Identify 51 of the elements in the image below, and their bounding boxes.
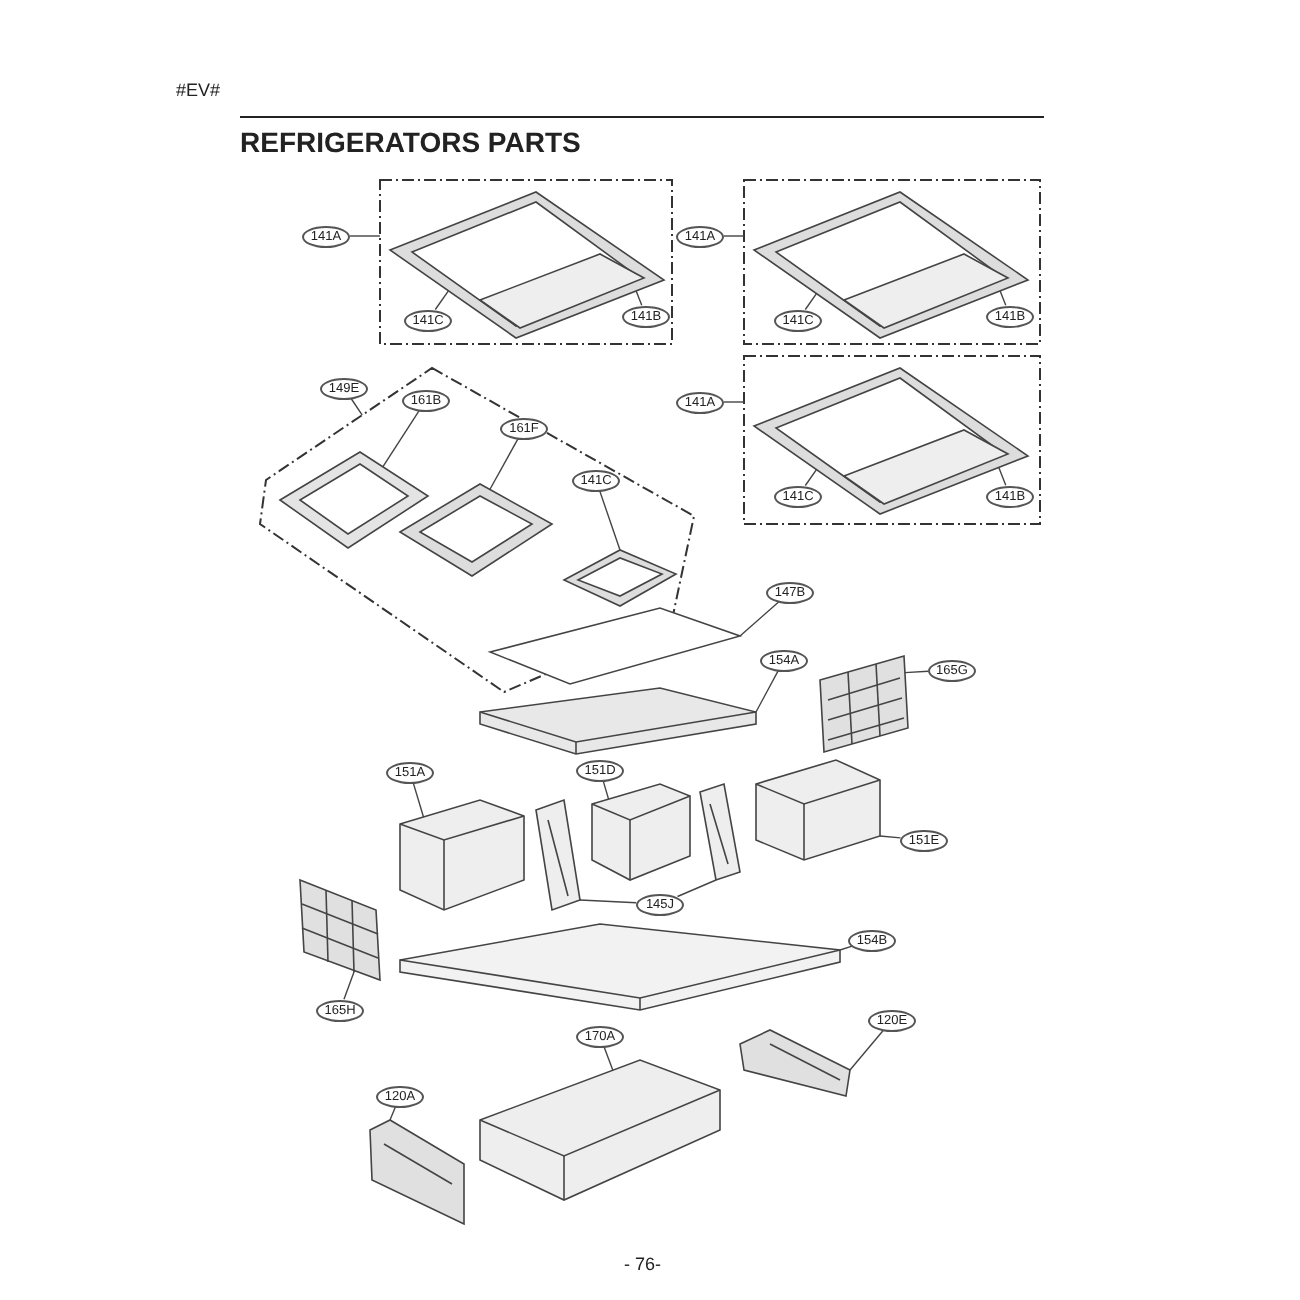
- glass-shelf-drawing: [564, 550, 676, 606]
- divider-drawing: [700, 784, 740, 880]
- leader-line: [350, 397, 363, 416]
- leader-line: [412, 782, 425, 818]
- tray-drawing: [480, 688, 756, 754]
- leader-line: [739, 601, 780, 637]
- leader-line: [723, 235, 745, 237]
- leader-line: [839, 945, 853, 951]
- page-title: REFRIGERATORS PARTS: [240, 126, 581, 158]
- base-drawing: [400, 924, 840, 1010]
- leader-line: [489, 437, 519, 491]
- divider-drawing: [536, 800, 580, 910]
- leader-line: [999, 290, 1007, 306]
- leader-line: [755, 669, 779, 713]
- shelf-rail-drawing: [280, 452, 428, 548]
- drawer-cover-drawing: [370, 1120, 464, 1224]
- leader-line: [804, 292, 818, 311]
- crisper-bin-drawing: [756, 760, 880, 860]
- dashed-frame: [380, 180, 672, 344]
- leader-line: [343, 969, 356, 1000]
- front-panel-drawing: [300, 880, 380, 980]
- back-panel-drawing: [820, 656, 908, 752]
- leader-line: [603, 1046, 614, 1071]
- dashed-frame: [744, 180, 1040, 344]
- leader-line: [349, 235, 381, 237]
- leader-line: [998, 466, 1007, 486]
- crisper-bin-drawing: [592, 784, 690, 880]
- leader-line: [579, 899, 637, 904]
- leader-line: [676, 879, 717, 898]
- leader-line: [599, 490, 621, 551]
- drawer-cover-drawing: [740, 1030, 850, 1096]
- glass-shelf-drawing: [400, 484, 552, 576]
- leader-line: [879, 835, 902, 839]
- leader-line: [849, 1029, 885, 1071]
- drawer-drawing: [480, 1060, 720, 1200]
- glass-shelf-drawing: [390, 192, 664, 338]
- crisper-bin-drawing: [400, 800, 524, 910]
- cover-drawing: [490, 608, 740, 684]
- leader-line: [382, 409, 420, 468]
- header-code: #EV#: [176, 80, 221, 100]
- leader-line: [804, 468, 818, 487]
- leader-line: [602, 780, 610, 800]
- leader-line: [389, 1106, 397, 1121]
- glass-shelf-drawing: [754, 192, 1028, 338]
- page-number: - 76-: [624, 1254, 662, 1274]
- leader-line: [723, 401, 745, 403]
- leader-line: [635, 290, 643, 306]
- leader-line: [434, 290, 450, 311]
- dashed-frame: [744, 356, 1040, 524]
- leader-line: [904, 670, 929, 674]
- glass-shelf-drawing: [754, 368, 1028, 514]
